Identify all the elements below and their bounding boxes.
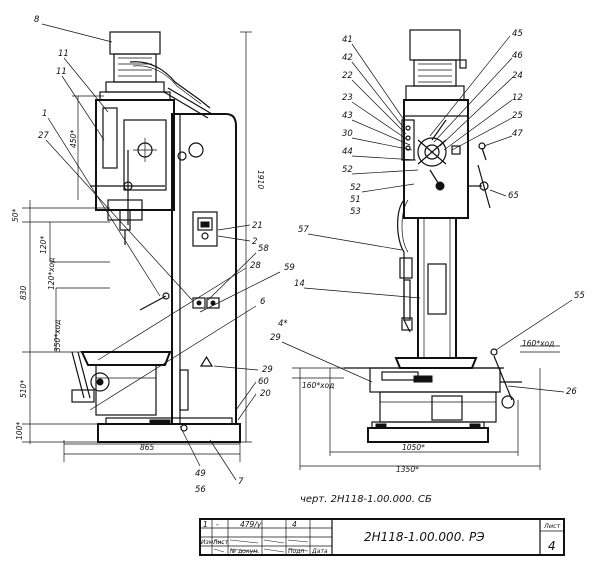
tb-header-list: Лист [212,539,229,546]
right-callout-17: 65 [508,191,519,201]
right-callout-18: 57 [298,225,309,235]
right-callout-5: 30 [342,129,353,139]
right-view-dimensions [292,345,560,470]
warning-sign [199,355,214,367]
tb-cell-change-no: 1 [203,520,208,529]
left-dim-0: 50* [11,208,20,222]
left-callout-14: 49 [195,469,206,479]
right-callout-11: 45 [512,29,523,39]
tb-header-doc: № докум. [229,548,260,555]
right-dim-0: 160*ход [302,381,334,390]
spindle-head [95,99,175,211]
tb-header-izm: Изм [201,539,214,546]
drawing-reference: черт. 2Н118-1.00.000. СБ [300,494,432,505]
right-callout-23: 4* [278,319,288,329]
motor-housing [109,31,161,55]
left-dim-4: 120*ход [47,258,56,290]
right-callout-21: 26 [566,387,577,397]
right-callout-6: 44 [342,147,353,157]
left-view-dimension-labels: 50* 120* 450* 1910 120*ход 830 350*ход 510* 100*… [11,130,265,452]
left-callout-6: 2 [252,237,257,247]
right-callout-1: 42 [342,53,353,63]
right-callout-15: 25 [512,111,523,121]
right-dim-3: 1350* [396,465,419,474]
right-callout-14: 12 [512,93,523,103]
right-callout-22: 29 [270,333,281,343]
left-callout-0: 8 [34,15,40,25]
left-callout-1: 11 [58,49,69,59]
left-view-leaders [41,23,281,481]
left-callout-15: 56 [195,485,206,495]
right-callout-2: 22 [342,71,353,81]
right-dim-1: 160*ход [522,339,554,348]
front-base [367,427,489,443]
left-callout-10: 6 [260,297,266,307]
document-designation: 2Н118-1.00.000. РЭ [364,530,485,544]
left-callout-11: 29 [262,365,273,375]
tb-header-date: Дата [311,548,328,555]
right-callout-8: 52 [350,183,361,193]
left-callout-4: 27 [38,131,49,141]
tb-cell-sign: 4 [292,520,297,529]
left-dim-8: 100* [15,422,24,440]
left-dim-2: 450* [69,130,78,148]
right-dim-2: 1050* [402,443,425,452]
left-dim-6: 350*ход [53,320,62,352]
left-view-machine [71,31,241,443]
left-callout-7: 58 [258,244,269,254]
right-view-callouts: 41 42 22 23 43 30 44 52 52 51 53 45 46 24 12 25 47 65 57 14… [270,29,585,397]
tb-header-sign: Подп [288,548,304,555]
left-callout-5: 21 [252,221,263,231]
sheet-label: Лист [543,522,561,530]
title-block [199,518,565,556]
sheet-number: 4 [548,539,556,553]
right-callout-12: 46 [512,51,523,61]
left-dim-3: 1910 [256,170,265,189]
front-motor [409,29,461,61]
right-callout-13: 24 [512,71,523,81]
control-panel [192,211,218,247]
left-callout-2: 11 [56,67,67,77]
left-dim-5: 830 [19,285,28,300]
right-callout-4: 43 [342,111,353,121]
left-callout-12: 60 [258,377,269,387]
left-callout-8: 28 [250,261,261,271]
right-view-leaders [281,35,573,393]
tb-cell-doc: 479/у [240,520,262,529]
machine-column [171,113,237,425]
right-callout-10: 53 [350,207,361,217]
right-view-machine [344,29,522,443]
right-callout-19: 14 [294,279,305,289]
left-callout-13: 20 [260,389,271,399]
right-callout-16: 47 [512,129,523,139]
right-callout-0: 41 [342,35,353,45]
front-work-table [394,357,478,369]
left-callout-3: 1 [42,109,47,119]
left-callout-9: 59 [284,263,295,273]
tb-cell-dash: - [216,520,219,529]
left-callout-16: 7 [238,477,244,487]
machine-base [97,423,241,443]
left-view-dimensions [22,31,252,462]
work-table [80,351,172,366]
left-dim-1: 120* [39,236,48,254]
left-dim-9: 865 [140,443,155,452]
left-dim-7: 510* [19,380,28,398]
right-callout-9: 51 [350,195,361,205]
right-view-dimension-labels: 160*ход 160*ход 1050* 1350* [302,339,554,474]
right-callout-7: 52 [342,165,353,175]
right-callout-20: 55 [574,291,585,301]
right-callout-3: 23 [342,93,353,103]
